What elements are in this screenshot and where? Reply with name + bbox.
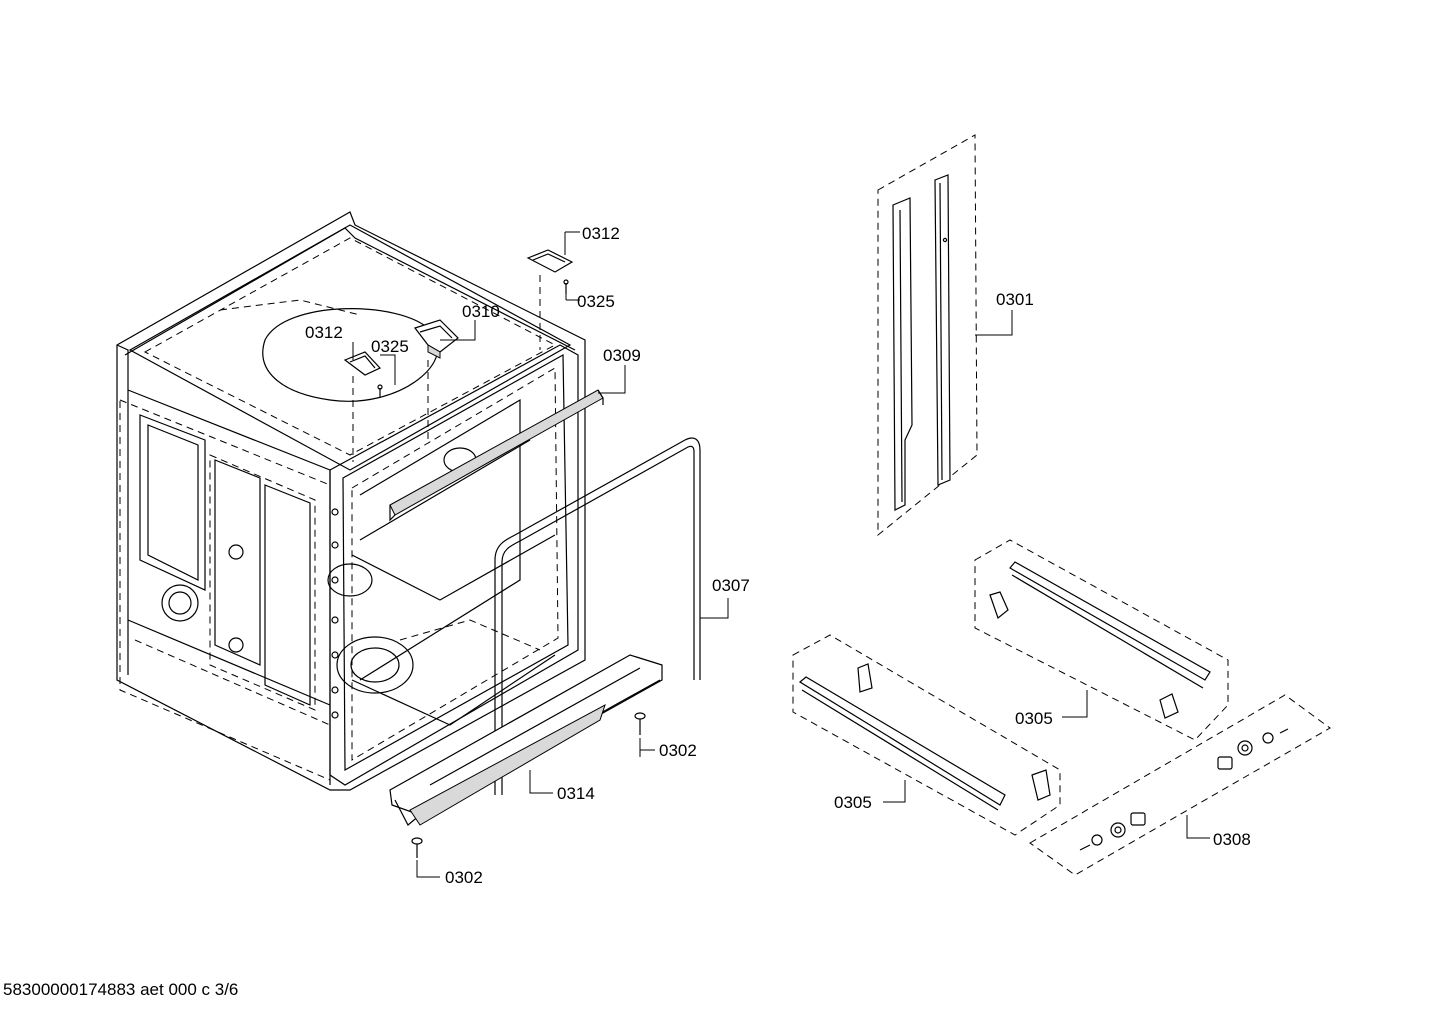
part-0312-bracket-a [343, 351, 382, 376]
part-0312-bracket-b [526, 249, 574, 273]
flange-holes [331, 508, 339, 719]
callout-0308: 0308 [1213, 830, 1251, 849]
drawing-reference: 58300000174883 aet 000 c 3/6 [3, 980, 239, 999]
part-0301-trims [877, 134, 978, 537]
callout-0310: 0310 [462, 302, 500, 321]
part-0314-tray [389, 654, 663, 826]
part-0305-rail-lower [792, 634, 1061, 836]
callout-0309: 0309 [603, 346, 641, 365]
part-0302-screws [411, 712, 646, 858]
part-0310-bracket [414, 319, 459, 359]
callout-0314: 0314 [557, 784, 595, 803]
part-0305-rail-upper [974, 539, 1229, 741]
callout-labels: 0312 0325 0310 0312 0325 0309 0307 0302 … [305, 224, 1251, 887]
part-0307-gasket [494, 437, 701, 795]
callout-0325-b: 0325 [577, 292, 615, 311]
callout-0305-b: 0305 [834, 793, 872, 812]
part-0308-kit [1029, 694, 1331, 876]
callout-0312-b: 0312 [582, 224, 620, 243]
callout-0301: 0301 [996, 290, 1034, 309]
callout-0307: 0307 [712, 576, 750, 595]
callout-0312-a: 0312 [305, 323, 343, 342]
callout-0302-b: 0302 [445, 868, 483, 887]
callout-0325-a: 0325 [371, 337, 409, 356]
callout-0302-a: 0302 [659, 741, 697, 760]
leader-lines [352, 231, 1210, 878]
tub-assembly [116, 211, 586, 791]
part-0325-screws [377, 279, 569, 398]
callout-0305-a: 0305 [1015, 709, 1053, 728]
